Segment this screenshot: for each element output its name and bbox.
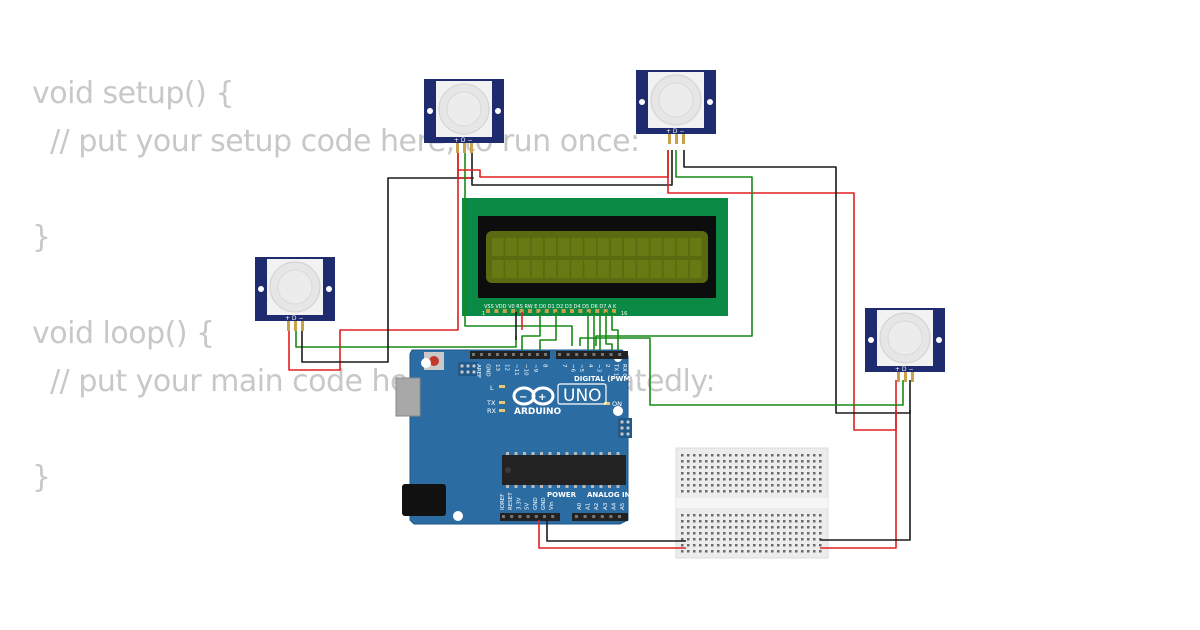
lcd-pin-labels: VSS VDD V0 RS RW E D0 D1 D2 D3 D4 D5 D6 … xyxy=(484,304,617,310)
digital-pin-label: ~5 xyxy=(578,364,584,373)
digital-pin-label: 7 xyxy=(561,364,567,368)
arduino-logo-icon xyxy=(512,386,555,406)
code-line: } xyxy=(32,460,51,495)
code-line: void loop() { xyxy=(32,316,215,351)
pir-sensor-top-center[interactable]: + D − xyxy=(424,79,504,153)
svg-text:+: + xyxy=(538,392,546,403)
analog-pin-label: A2 xyxy=(594,503,600,510)
rx-led-label: RX xyxy=(487,407,497,415)
digital-pin-label: 13 xyxy=(494,364,500,371)
code-line: } xyxy=(32,220,51,255)
power-pin-label: Vin xyxy=(549,501,555,510)
digital-pin-label: AREF xyxy=(475,364,481,378)
wires xyxy=(288,150,911,549)
digital-pin-label: ~3 xyxy=(595,364,601,373)
atmega-chip xyxy=(502,455,626,485)
tx-led-label: TX xyxy=(486,399,496,407)
svg-text:−: − xyxy=(519,392,527,403)
wire-pir2-gnd xyxy=(471,150,673,186)
power-pin-label: 5V xyxy=(525,503,531,510)
l-led-label: L xyxy=(490,384,494,392)
wire-pir3-gnd xyxy=(683,150,911,414)
wire-pir1-gnd xyxy=(301,177,472,363)
wire-gnd xyxy=(546,520,686,542)
wire-lcd-a xyxy=(611,312,619,350)
digital-label: DIGITAL (PWM ~) xyxy=(574,375,642,383)
digital-pin-label: TX 1 xyxy=(613,363,619,376)
pir-sensor-left[interactable]: + D − xyxy=(255,257,335,331)
digital-pin-label: ~10 xyxy=(523,364,529,376)
analog-label: ANALOG IN xyxy=(587,491,631,499)
pir-pin-labels: + D − xyxy=(666,128,685,135)
power-pin-label: GND xyxy=(533,497,539,510)
wire-5v xyxy=(538,520,686,549)
power-pin-label: RESET xyxy=(508,492,514,510)
breadboard-holes xyxy=(681,454,822,553)
on-led-label: ON xyxy=(612,400,622,408)
wire-pir1-vcc xyxy=(288,150,459,371)
power-header xyxy=(500,513,560,521)
pir-pin-labels: + D − xyxy=(895,366,914,373)
power-pin-label: IOREF xyxy=(500,494,506,510)
pir-pin-labels: + D − xyxy=(285,315,304,322)
analog-pin-label: A5 xyxy=(620,502,626,510)
lcd-pin-header xyxy=(486,309,616,313)
pir-pin-labels: + D − xyxy=(454,137,473,144)
pir-sensor-right[interactable]: + D − xyxy=(865,308,945,382)
digital-pin-label: ~6 xyxy=(570,364,576,373)
pir-sensor-top-right[interactable]: + D − xyxy=(636,70,716,144)
wire-pir2-vcc-b xyxy=(458,150,669,178)
power-pin-label: 3.3V xyxy=(516,497,522,510)
digital-header-low xyxy=(556,351,628,359)
power-label: POWER xyxy=(547,491,577,499)
analog-header xyxy=(572,513,628,521)
digital-pin-label: ~11 xyxy=(513,364,519,376)
digital-pin-label: GND xyxy=(485,364,491,377)
digital-pin-label: 12 xyxy=(504,364,510,371)
wire-pir4-vcc xyxy=(820,410,897,549)
arduino-uno-board[interactable]: − + ARDUINO UNO DIGITAL (PWM ~) POWER AN… xyxy=(395,349,642,525)
power-jack xyxy=(402,484,446,516)
digital-pin-label: 2 xyxy=(604,364,610,368)
lcd-pin-start: 1 xyxy=(482,311,485,317)
wire-lcd-d7 xyxy=(605,312,613,350)
wire-pir4-data xyxy=(579,337,904,406)
wire-lcd-rs xyxy=(521,312,541,350)
arduino-logo-text: ARDUINO xyxy=(514,407,562,417)
power-pin-label: GND xyxy=(541,497,547,510)
lcd-pin-end: 16 xyxy=(621,311,627,317)
wire-pir4-gnd xyxy=(820,410,911,541)
wire-pir2-data xyxy=(464,150,573,346)
wire-pir2-vcc xyxy=(457,150,474,179)
wire-pir1-data xyxy=(295,322,517,348)
lcd-character-cells xyxy=(492,238,702,278)
analog-pin-label: A1 xyxy=(586,503,592,510)
digital-pin-label: 8 xyxy=(542,364,548,368)
digital-pin-label: RX 0 xyxy=(621,364,627,377)
digital-pin-label: 4 xyxy=(587,364,593,368)
wire-lcd-e xyxy=(539,312,557,350)
code-line: // put your setup code here, to run once… xyxy=(32,124,640,159)
digital-header-high xyxy=(470,351,550,359)
code-line: void setup() { xyxy=(32,76,234,111)
usb-port xyxy=(395,377,421,417)
breadboard[interactable] xyxy=(675,447,829,559)
board-model: UNO xyxy=(563,386,602,406)
digital-pin-label: ~9 xyxy=(532,364,538,373)
analog-pin-label: A3 xyxy=(603,502,609,510)
analog-pin-label: A0 xyxy=(577,502,583,510)
analog-pin-label: A4 xyxy=(611,502,617,510)
lcd-16x2[interactable]: VSS VDD V0 RS RW E D0 D1 D2 D3 D4 D5 D6 … xyxy=(462,198,728,317)
